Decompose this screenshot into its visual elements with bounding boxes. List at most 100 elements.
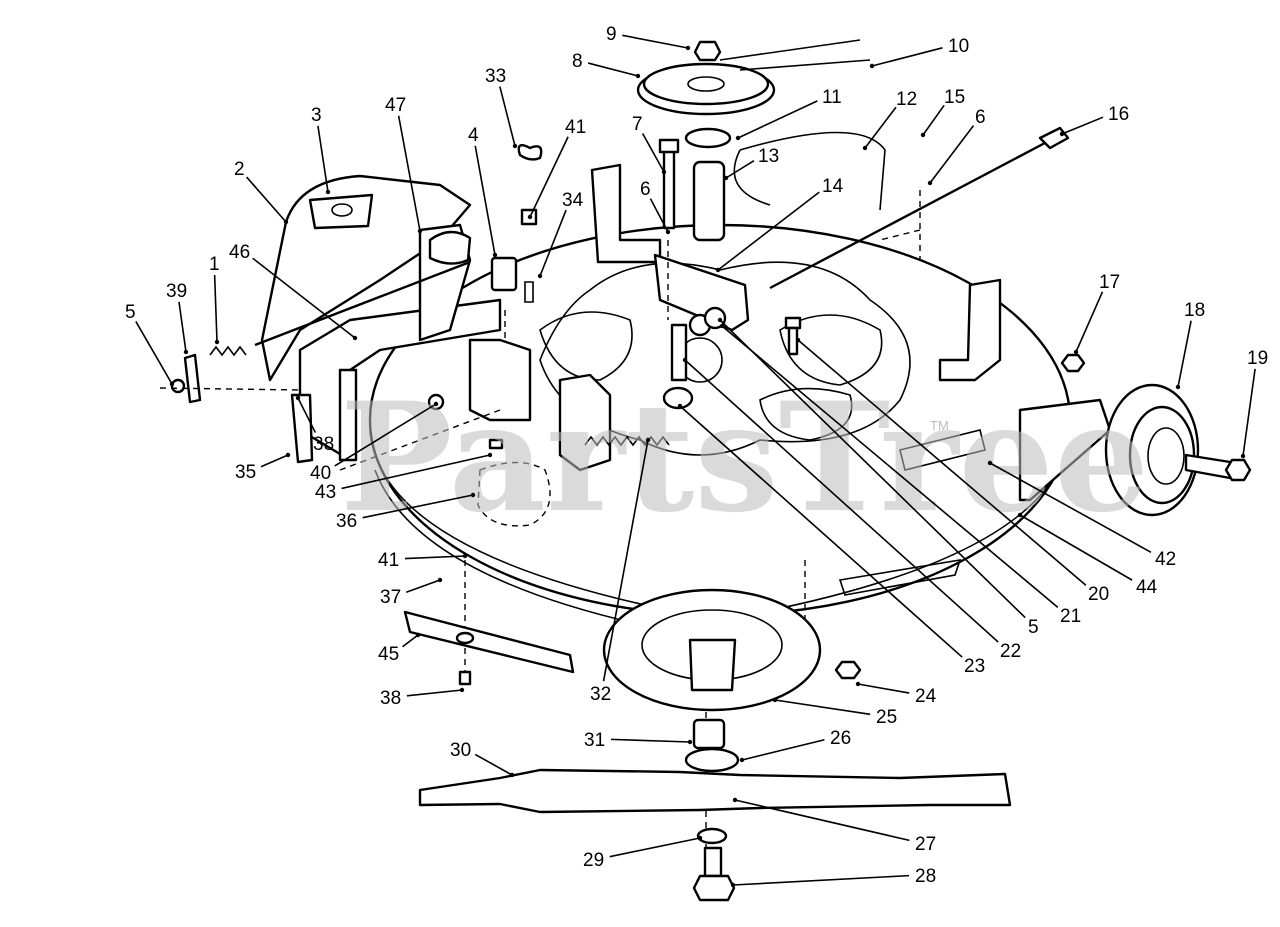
leader-c37 [405, 579, 441, 594]
callout-c23: 23 [964, 656, 985, 677]
leader-c18 [1177, 320, 1192, 388]
leader-tip-c33 [512, 143, 518, 149]
callout-c10: 10 [948, 36, 969, 57]
leader-c41a [529, 136, 569, 218]
leader-tip-c8 [635, 73, 641, 79]
idler-parts [662, 306, 802, 410]
leader-tip-c6a [927, 180, 933, 186]
leader-tip-c41a [527, 214, 533, 220]
callout-c9: 9 [606, 24, 617, 45]
leader-tip-c41b [462, 553, 468, 559]
leader-c31 [610, 738, 691, 743]
leader-tip-c35 [285, 452, 291, 458]
leader-tip-c40 [433, 401, 439, 407]
leader-c6b [649, 198, 669, 233]
leader-c19 [1242, 368, 1256, 457]
leader-tip-c47 [417, 228, 423, 234]
leader-c42 [989, 462, 1152, 553]
leader-tip-c21 [719, 323, 725, 329]
callout-c13: 13 [758, 146, 779, 167]
leader-c21 [721, 325, 1059, 608]
leader-tip-c42 [987, 460, 993, 466]
leader-tip-c15 [920, 132, 926, 138]
leader-tip-c36 [470, 492, 476, 498]
leader-tip-c14 [715, 267, 721, 273]
leader-tip-c38a [295, 395, 301, 401]
leader-c5a [135, 321, 173, 385]
leader-tip-c6b [665, 229, 671, 235]
leader-c26 [741, 738, 825, 761]
chute-rod [209, 260, 471, 357]
callout-c26: 26 [830, 728, 851, 749]
leader-tip-c1 [214, 339, 220, 345]
callout-c35: 35 [235, 462, 256, 483]
leader-tip-c39 [183, 349, 189, 355]
leader-c46 [252, 257, 356, 339]
leader-c2 [246, 176, 287, 223]
leader-c44 [1019, 514, 1133, 581]
callout-c44: 44 [1136, 577, 1158, 598]
leader-c25 [774, 699, 871, 716]
leader-tip-c16 [1059, 131, 1065, 137]
leader-tip-c3 [325, 189, 331, 195]
callout-c3: 3 [311, 105, 322, 126]
leader-c11 [737, 100, 818, 139]
leader-tip-c38b [459, 687, 465, 693]
callout-c7: 7 [632, 114, 643, 135]
leader-tip-c10 [869, 63, 875, 69]
leader-c28 [732, 874, 910, 886]
leader-tip-c34 [537, 273, 543, 279]
leader-c32 [602, 439, 649, 682]
leader-tip-c25 [772, 697, 778, 703]
leader-c36 [362, 494, 474, 519]
leader-tip-c19 [1240, 453, 1246, 459]
leader-tip-c7 [661, 169, 667, 175]
callout-c31: 31 [584, 730, 605, 751]
brackets [468, 131, 1002, 472]
leader-tip-c12 [862, 145, 868, 151]
callout-c41b: 41 [378, 550, 399, 571]
callout-c22: 22 [1000, 641, 1021, 662]
leader-c3 [317, 125, 329, 193]
callout-c6a: 6 [975, 107, 986, 128]
leader-c9 [622, 34, 689, 49]
leader-c35 [260, 454, 289, 468]
callout-c2: 2 [234, 159, 245, 180]
callout-c14: 14 [822, 176, 844, 197]
leader-c27 [734, 799, 910, 842]
leader-tip-c11 [735, 135, 741, 141]
callout-c5b: 5 [1028, 617, 1039, 638]
pulley-assembly [636, 39, 871, 242]
leader-c38b [406, 689, 463, 697]
leader-c5b [719, 319, 1026, 619]
leader-tip-c18 [1175, 384, 1181, 390]
callout-c39: 39 [166, 281, 187, 302]
watermark-trademark: TM [930, 418, 949, 433]
callout-c19: 19 [1247, 348, 1268, 369]
callout-c45: 45 [378, 644, 399, 665]
leader-c29 [609, 837, 701, 858]
leader-tip-c23 [677, 403, 683, 409]
leader-tip-c29 [697, 835, 703, 841]
callout-c1: 1 [209, 254, 220, 275]
leader-c17 [1075, 291, 1104, 353]
leader-c39 [178, 301, 187, 353]
leader-c14 [717, 191, 820, 271]
callout-c28: 28 [915, 866, 936, 887]
leader-c24 [857, 683, 910, 694]
left-linkage [170, 144, 543, 464]
leader-tip-c22 [682, 357, 688, 363]
callout-c5a: 5 [125, 302, 136, 323]
leader-c8 [587, 62, 639, 77]
leader-tip-c9 [685, 45, 691, 51]
leader-c4 [474, 145, 496, 256]
leader-tip-c2 [283, 219, 289, 225]
callout-c8: 8 [572, 51, 583, 72]
callout-c29: 29 [583, 850, 604, 871]
callout-c27: 27 [915, 834, 936, 855]
leader-c30 [474, 753, 513, 776]
leader-tip-c32 [645, 437, 651, 443]
baffle-nut [455, 631, 475, 645]
